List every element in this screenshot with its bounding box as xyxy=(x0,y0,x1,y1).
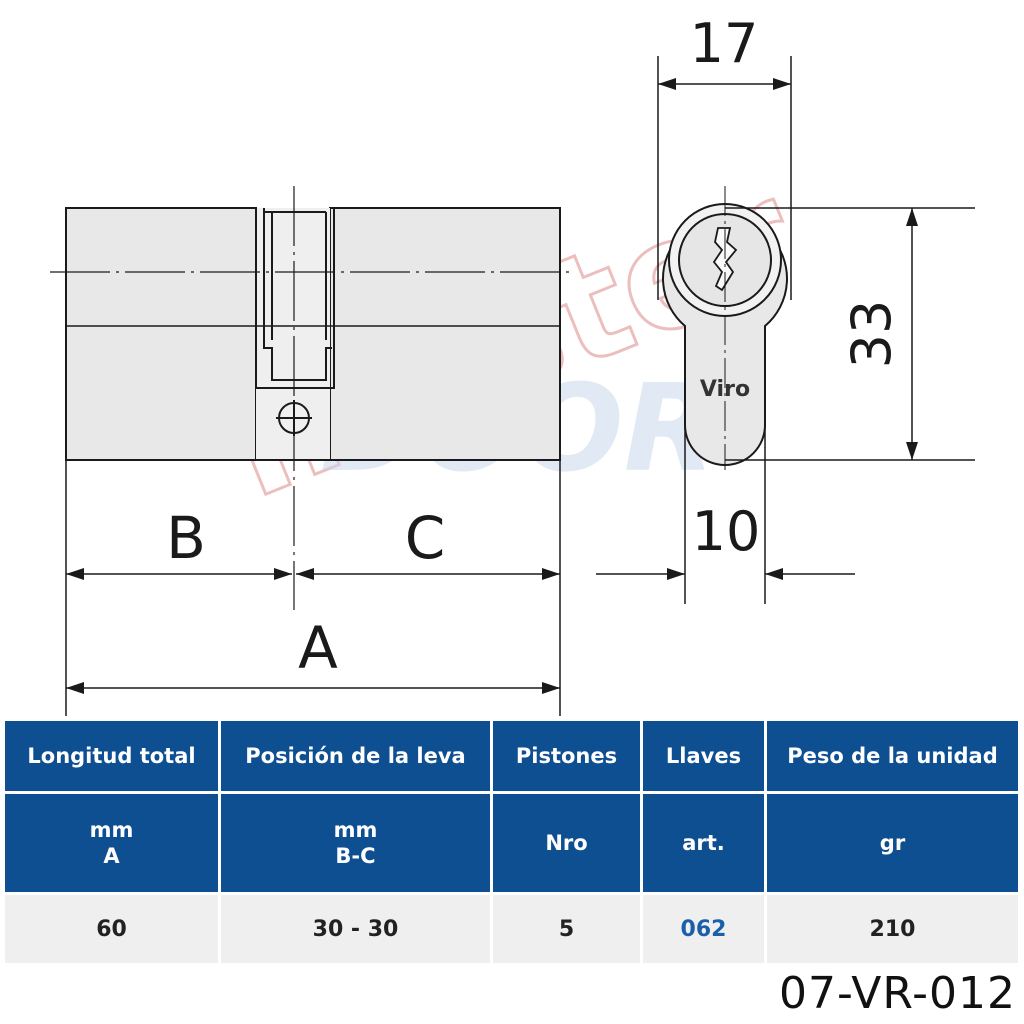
table-header-row: Longitud total Posición de la leva Pisto… xyxy=(2,718,1021,794)
value-peso: 210 xyxy=(764,892,1021,966)
value-posicion: 30 - 30 xyxy=(218,892,493,966)
dimension-label-33: 33 xyxy=(840,300,903,369)
dimension-label-c: C xyxy=(405,504,446,572)
unit-cell: art. xyxy=(640,791,767,895)
dimension-height: 33 xyxy=(725,207,975,461)
cylinder-side-view xyxy=(50,186,575,610)
dimension-b-c: B C xyxy=(65,460,561,716)
header-llaves: Llaves xyxy=(640,718,767,794)
value-pistones: 5 xyxy=(490,892,643,966)
header-peso: Peso de la unidad xyxy=(764,718,1021,794)
cylinder-left-half xyxy=(65,207,257,461)
cylinder-right-half xyxy=(329,207,561,461)
unit-cell: gr xyxy=(764,791,1021,895)
dimension-width-bottom: 10 xyxy=(596,425,855,604)
dimension-a: A xyxy=(66,614,560,694)
dimension-label-b: B xyxy=(166,504,206,572)
technical-drawing: master DOOR B C xyxy=(50,12,975,716)
unit-cell: Nro xyxy=(490,791,643,895)
cam-slot xyxy=(255,208,335,389)
value-longitud: 60 xyxy=(2,892,221,966)
dimension-label-a: A xyxy=(298,614,338,682)
dimension-label-10: 10 xyxy=(692,500,761,563)
header-pistones: Pistones xyxy=(490,718,643,794)
spec-table: Longitud total Posición de la leva Pisto… xyxy=(2,718,1021,966)
product-code: 07-VR-012 xyxy=(778,968,1016,1019)
dimension-label-17: 17 xyxy=(690,12,759,75)
dimension-width-top: 17 xyxy=(657,12,792,300)
table-row: 60 30 - 30 5 062 210 xyxy=(2,892,1021,966)
value-llaves-link[interactable]: 062 xyxy=(640,892,767,966)
header-longitud-total: Longitud total xyxy=(2,718,221,794)
cylinder-front-view: Viro xyxy=(662,186,788,470)
header-posicion-leva: Posición de la leva xyxy=(218,718,493,794)
